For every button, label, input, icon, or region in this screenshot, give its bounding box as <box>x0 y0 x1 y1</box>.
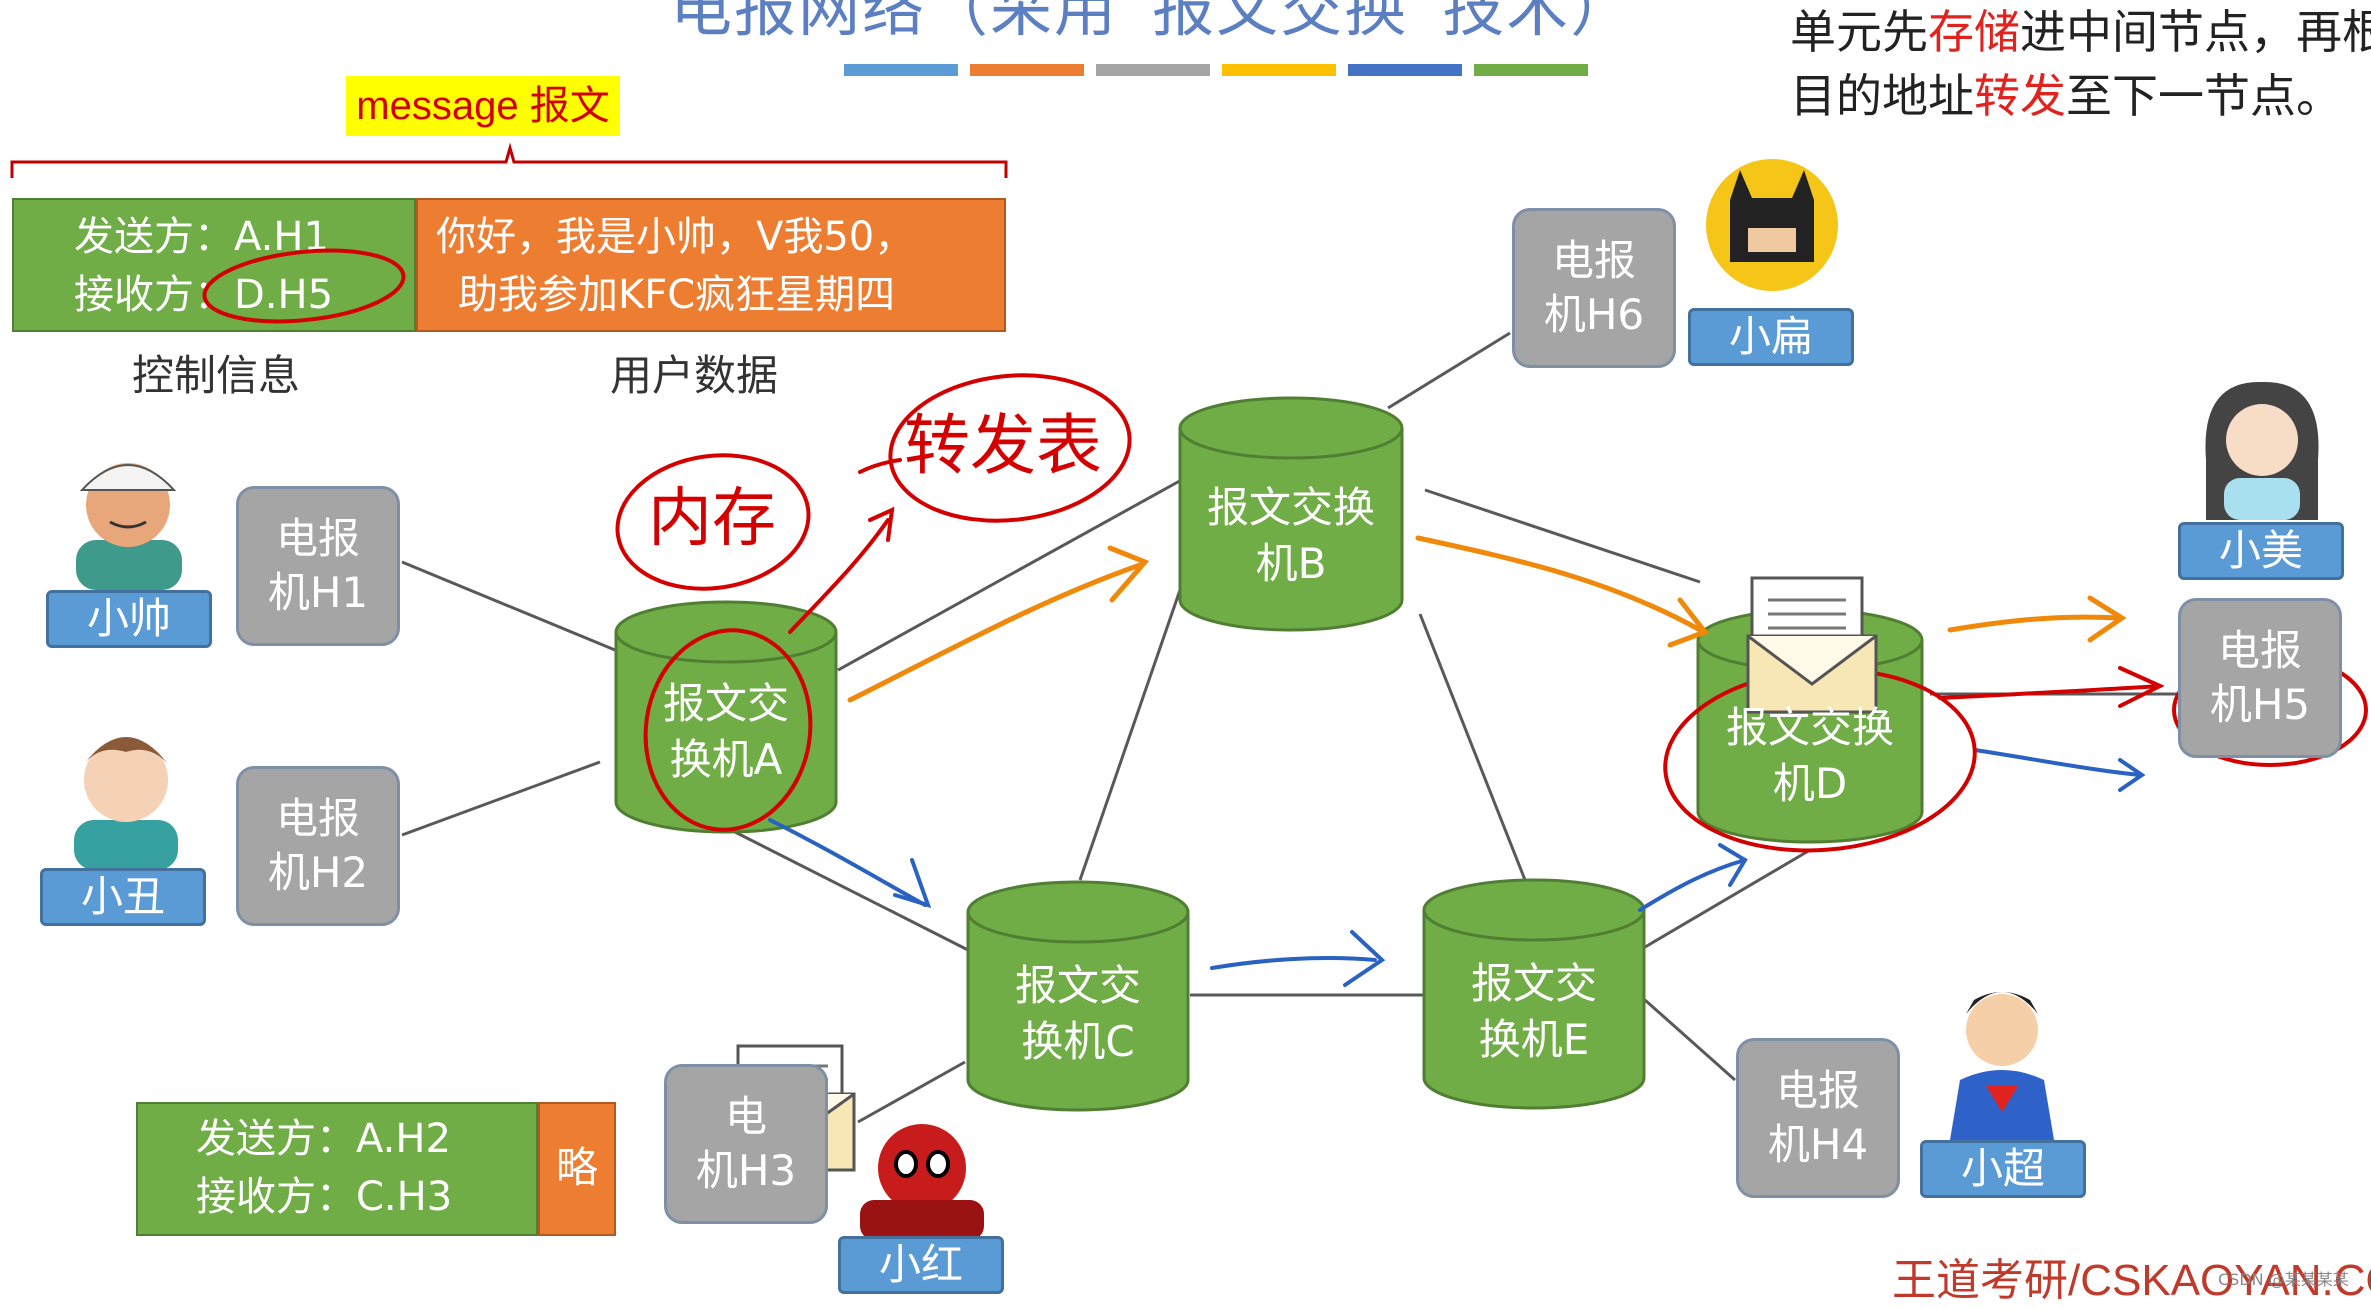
message2-data-box: 略 <box>538 1102 616 1236</box>
switch-C <box>966 880 1190 1112</box>
memory-annotation: 内存 <box>648 482 776 556</box>
person-label-xiaoshuai: 小帅 <box>46 590 212 648</box>
avatar-xiaochao-icon <box>1950 992 2054 1140</box>
legend-bar-0 <box>844 64 958 76</box>
avatar-xiaoshuai-icon <box>76 463 182 590</box>
person-label-xiaobian: 小扁 <box>1688 308 1854 366</box>
telegraph-h6: 电报机H6 <box>1512 208 1676 368</box>
user-data-line1: 你好，我是小帅，V我50， <box>436 214 915 260</box>
switch-E <box>1422 878 1646 1110</box>
telegraph-h5: 电报机H5 <box>2178 598 2342 758</box>
message2-control-box: 发送方：A.H2 接收方：C.H3 <box>136 1102 538 1236</box>
control-info-caption: 控制信息 <box>132 351 301 400</box>
blue-path-arrows <box>768 748 2146 987</box>
message2-sender: 发送方：A.H2 <box>196 1116 451 1162</box>
person-label-xiaochao: 小超 <box>1920 1140 2086 1198</box>
legend-bar-4 <box>1348 64 1462 76</box>
telegraph-h2: 电报机H2 <box>236 766 400 926</box>
user-data-line2: 助我参加KFC疯狂星期四 <box>458 272 896 318</box>
switch-A <box>614 600 838 834</box>
message-tag: message 报文 <box>346 76 620 136</box>
user-data-caption: 用户数据 <box>610 351 779 400</box>
person-label-xiaomei: 小美 <box>2178 522 2344 580</box>
watermark-small: CSDN @某某某某 <box>2218 1270 2349 1289</box>
person-label-xiaohong: 小红 <box>838 1236 1004 1294</box>
person-label-xiaochou: 小丑 <box>40 868 206 926</box>
orange-path-arrows <box>847 535 2127 703</box>
envelope-icon-D <box>1746 576 1878 714</box>
telegraph-h3: 电机H3 <box>664 1064 828 1224</box>
switch-e-label: 报文交换机E <box>1470 959 1597 1064</box>
switch-B <box>1178 396 1404 632</box>
legend-bar-2 <box>1096 64 1210 76</box>
switch-b-label: 报文交换机B <box>1206 483 1375 588</box>
page-title: 电报网络（采用“报文交换”技术） <box>670 0 1635 45</box>
legend-bar-3 <box>1222 64 1336 76</box>
avatar-xiaomei-icon <box>2205 381 2319 520</box>
avatar-xiaohong-icon <box>860 1124 984 1240</box>
telegraph-h1: 电报机H1 <box>236 486 400 646</box>
user-data-box: 你好，我是小帅，V我50， 助我参加KFC疯狂星期四 <box>416 198 1006 332</box>
legend-bar-1 <box>970 64 1084 76</box>
switch-a-label: 报文交换机A <box>662 679 789 784</box>
message2-receiver: 接收方：C.H3 <box>196 1174 453 1220</box>
description-text: 单元先存储进中间节点，再根 目的地址转发至下一节点。 <box>1790 5 2371 123</box>
message-brace <box>10 142 1008 178</box>
color-legend-bars <box>844 64 1604 76</box>
forwarding-table-annotation: 转发表 <box>904 407 1102 484</box>
legend-bar-5 <box>1474 64 1588 76</box>
switch-c-label: 报文交换机C <box>1014 961 1141 1066</box>
avatar-xiaochou-icon <box>74 737 178 870</box>
telegraph-h4: 电报机H4 <box>1736 1038 1900 1198</box>
switch-d-label: 报文交换机D <box>1725 703 1894 808</box>
avatar-xiaobian-icon <box>1706 159 1838 291</box>
